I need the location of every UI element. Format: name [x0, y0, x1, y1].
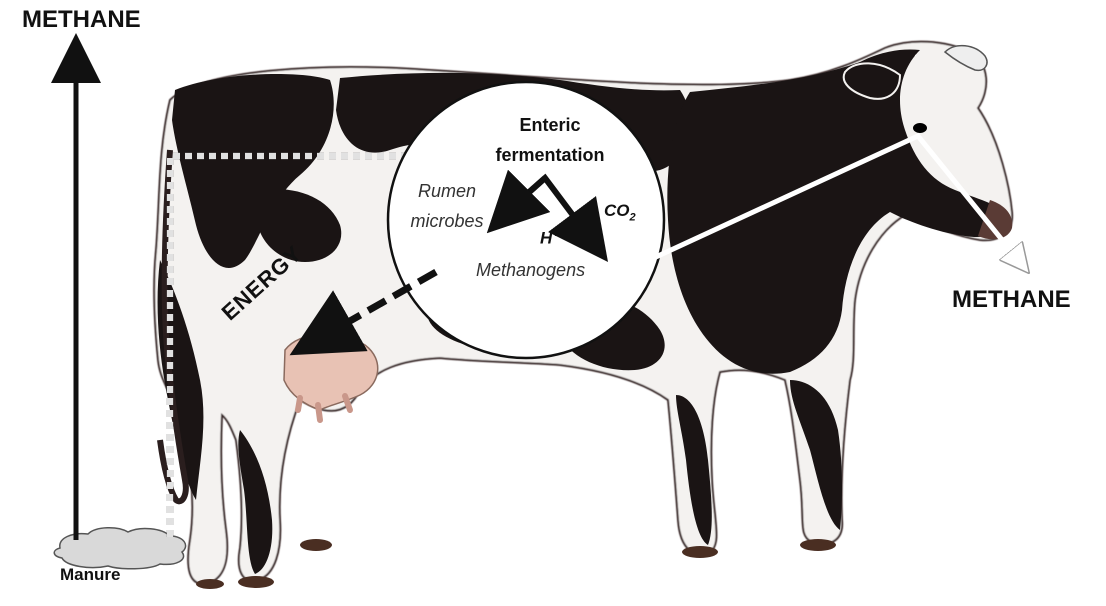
rumen-line1: Rumen — [392, 176, 502, 206]
rumen-line2: microbes — [392, 206, 502, 236]
enteric-line2: fermentation — [470, 140, 630, 170]
h-plus-base: H — [540, 229, 552, 248]
cow-eye — [913, 123, 927, 133]
methane-label-right: METHANE — [952, 286, 1071, 314]
co2-sub: 2 — [630, 211, 636, 223]
methanogens-label: Methanogens — [476, 260, 585, 281]
h-plus-sup: + — [552, 228, 558, 240]
h-plus-label: H+ — [540, 228, 559, 249]
methane-label-top: METHANE — [22, 6, 141, 34]
cow-hooves — [196, 539, 836, 589]
enteric-fermentation-label: Enteric fermentation — [470, 110, 630, 170]
co2-base: CO — [604, 201, 630, 220]
enteric-line1: Enteric — [470, 110, 630, 140]
rumen-microbes-label: Rumen microbes — [392, 176, 502, 236]
co2-label: CO2 — [604, 201, 636, 223]
manure-label: Manure — [60, 565, 120, 585]
